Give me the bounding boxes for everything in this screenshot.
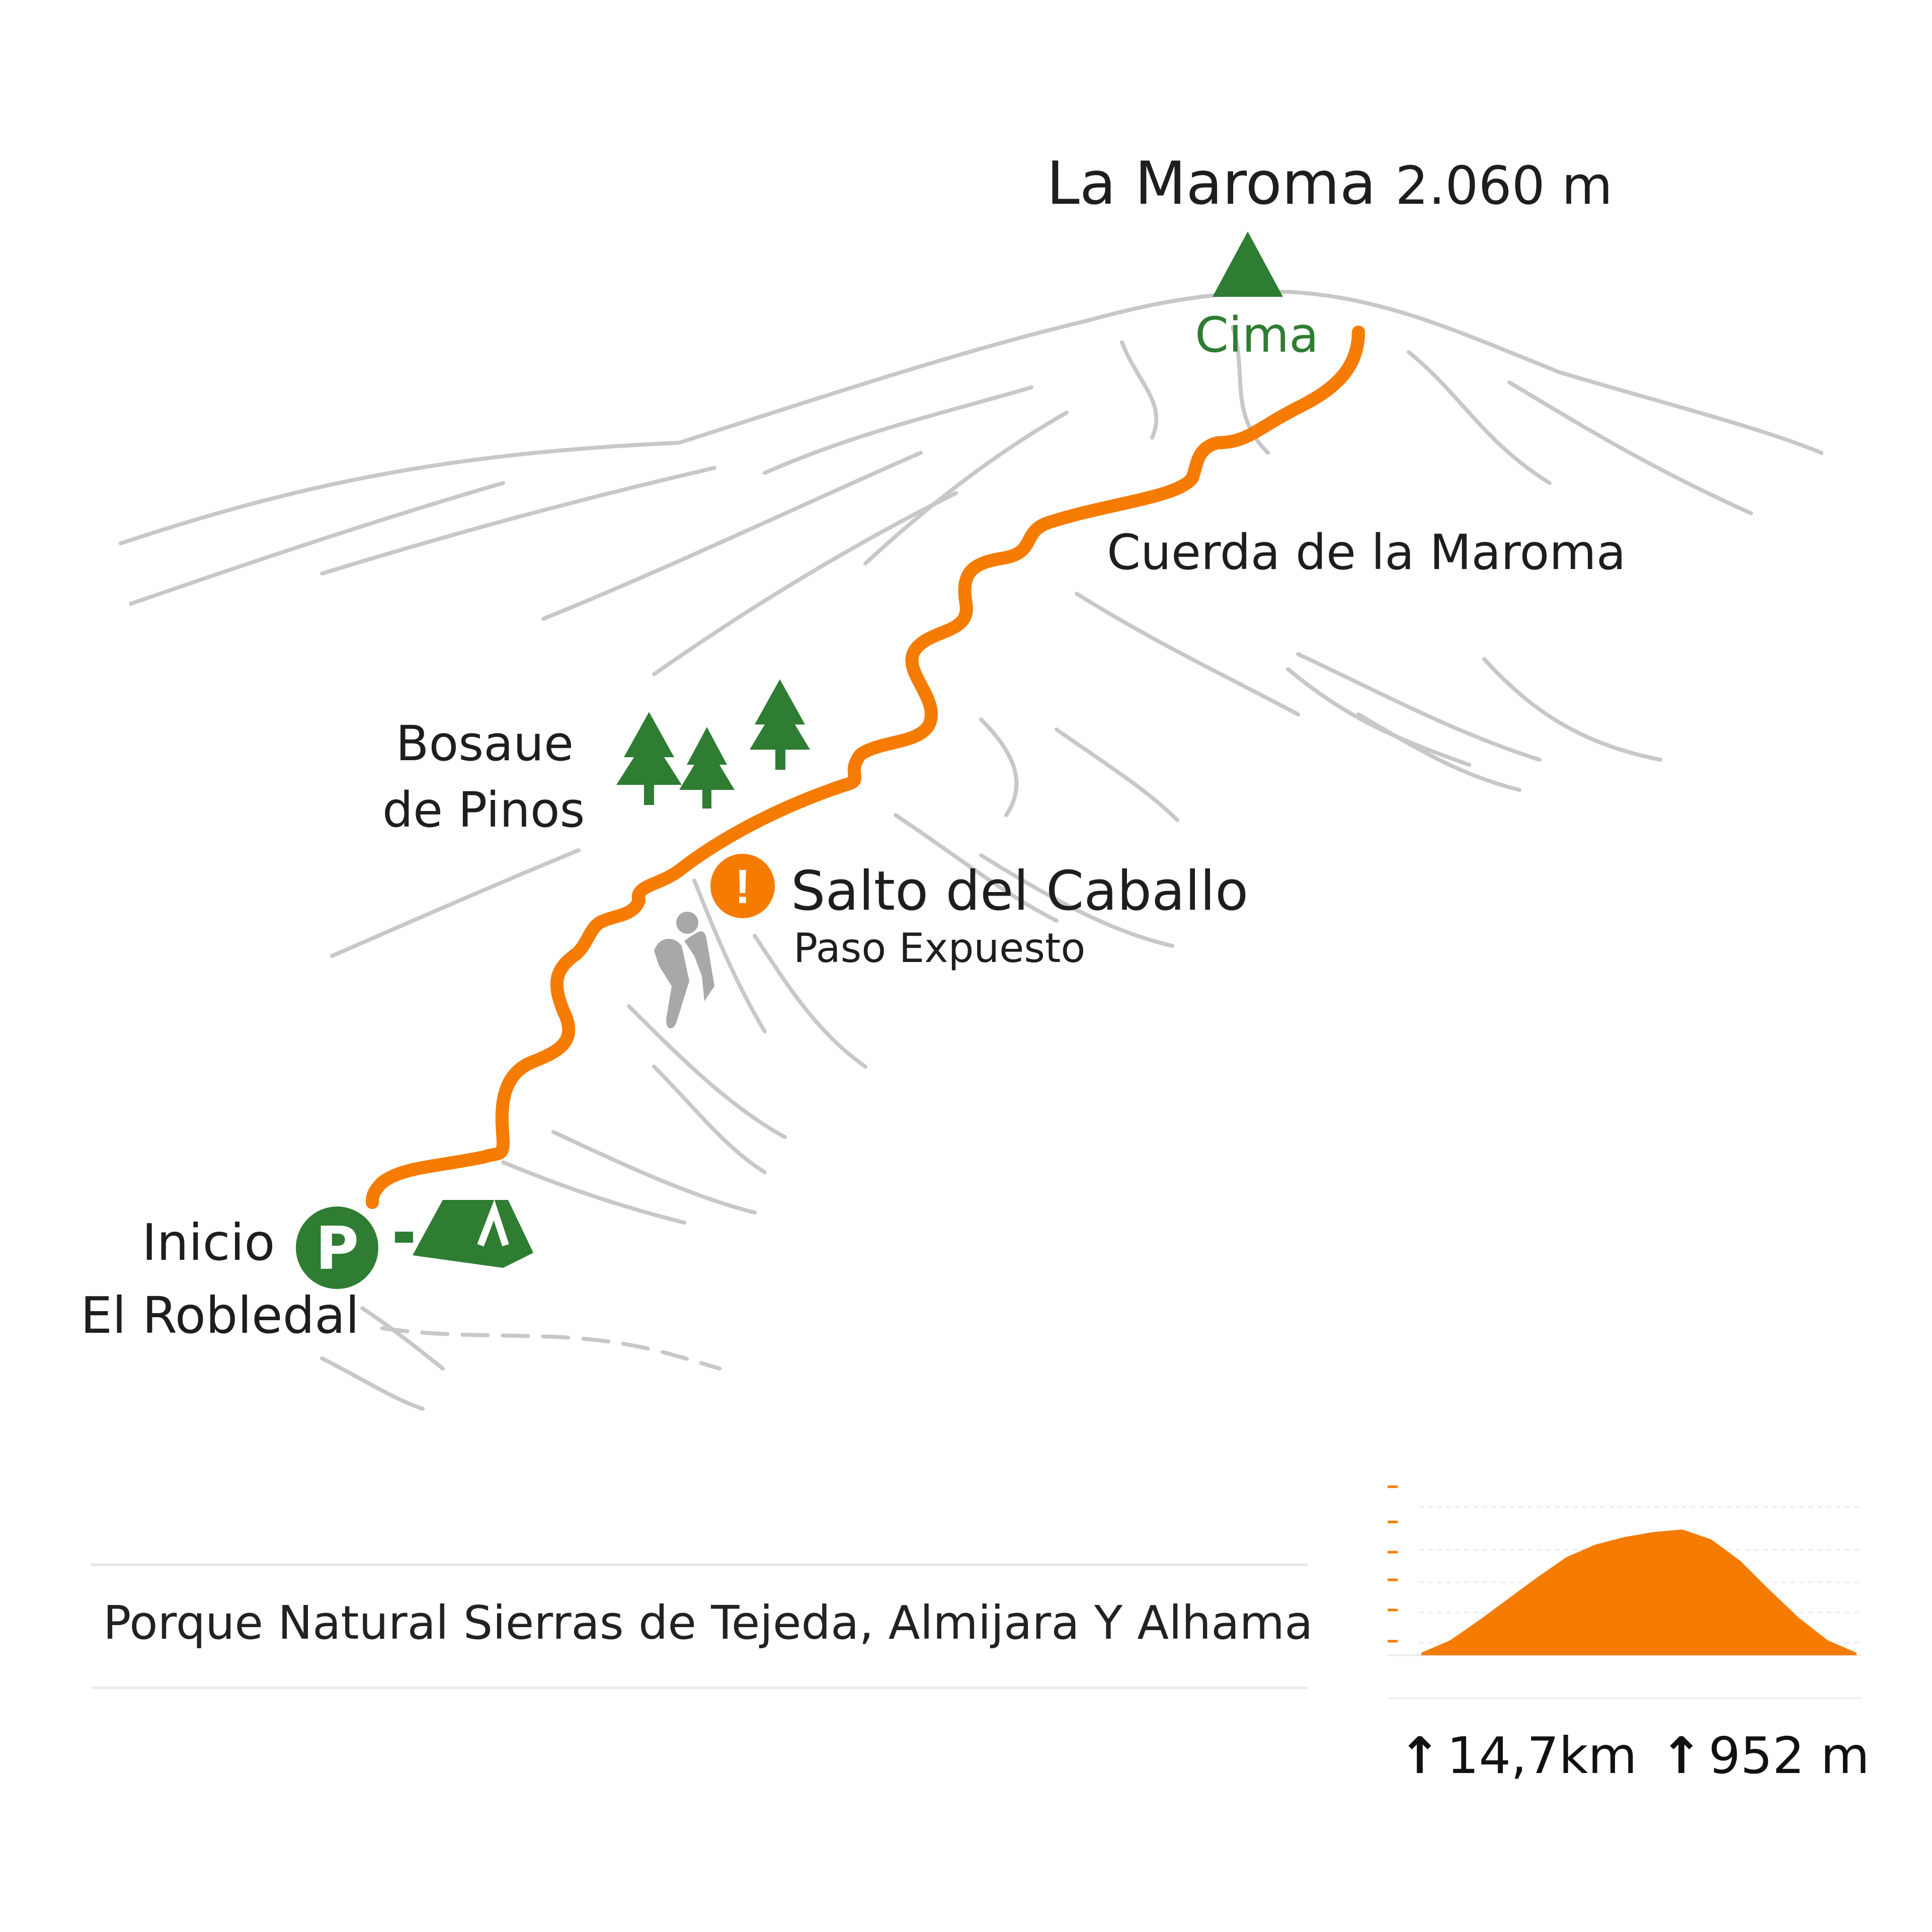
climber-icon bbox=[654, 912, 714, 1028]
pine-tree-icon bbox=[616, 712, 682, 805]
peak-name: La Maroma bbox=[1046, 148, 1377, 218]
pine-tree-icon bbox=[750, 679, 810, 770]
mountain-sketch bbox=[119, 290, 1823, 1411]
tent-icon bbox=[395, 1199, 533, 1268]
elevation-gain-stat: ↑952 m bbox=[1660, 1731, 1870, 1781]
gain-arrow-icon: ↑ bbox=[1660, 1726, 1703, 1785]
route-label: Cuerda de la Maroma bbox=[1107, 524, 1626, 581]
warning-icon bbox=[710, 854, 775, 918]
distance-value: 14,7km bbox=[1446, 1726, 1637, 1785]
pine-tree-icon bbox=[679, 727, 735, 809]
forest-label-line2: de Pinos bbox=[382, 782, 585, 838]
parking-icon bbox=[296, 1206, 378, 1289]
gain-value: 952 m bbox=[1708, 1726, 1870, 1785]
summit-icon bbox=[1213, 231, 1283, 297]
start-place-label: El Robledal bbox=[80, 1286, 360, 1345]
forest-label: Bosaue de Pinos bbox=[382, 715, 585, 852]
parking-glyph: P bbox=[315, 1214, 359, 1283]
summit-label: Cima bbox=[1195, 307, 1319, 363]
dashed-path bbox=[380, 1326, 721, 1371]
start-label: Inicio bbox=[142, 1213, 275, 1272]
warning-subtitle: Paso Expuesto bbox=[793, 925, 1086, 972]
elevation-profile bbox=[1388, 1485, 1862, 1699]
hiking-route bbox=[366, 326, 1365, 1209]
park-name: Porque Natural Sierras de Tejeda, Almija… bbox=[103, 1596, 1313, 1650]
warning-glyph: ! bbox=[735, 860, 751, 914]
profile-area bbox=[1421, 1530, 1857, 1655]
warning-title: Salto del Caballo bbox=[791, 860, 1249, 923]
forest-label-line1: Bosaue bbox=[395, 715, 574, 772]
peak-elevation: 2.060 m bbox=[1395, 155, 1613, 216]
distance-arrow-icon: ↑ bbox=[1399, 1726, 1441, 1785]
distance-stat: ↑14,7km bbox=[1399, 1731, 1637, 1781]
